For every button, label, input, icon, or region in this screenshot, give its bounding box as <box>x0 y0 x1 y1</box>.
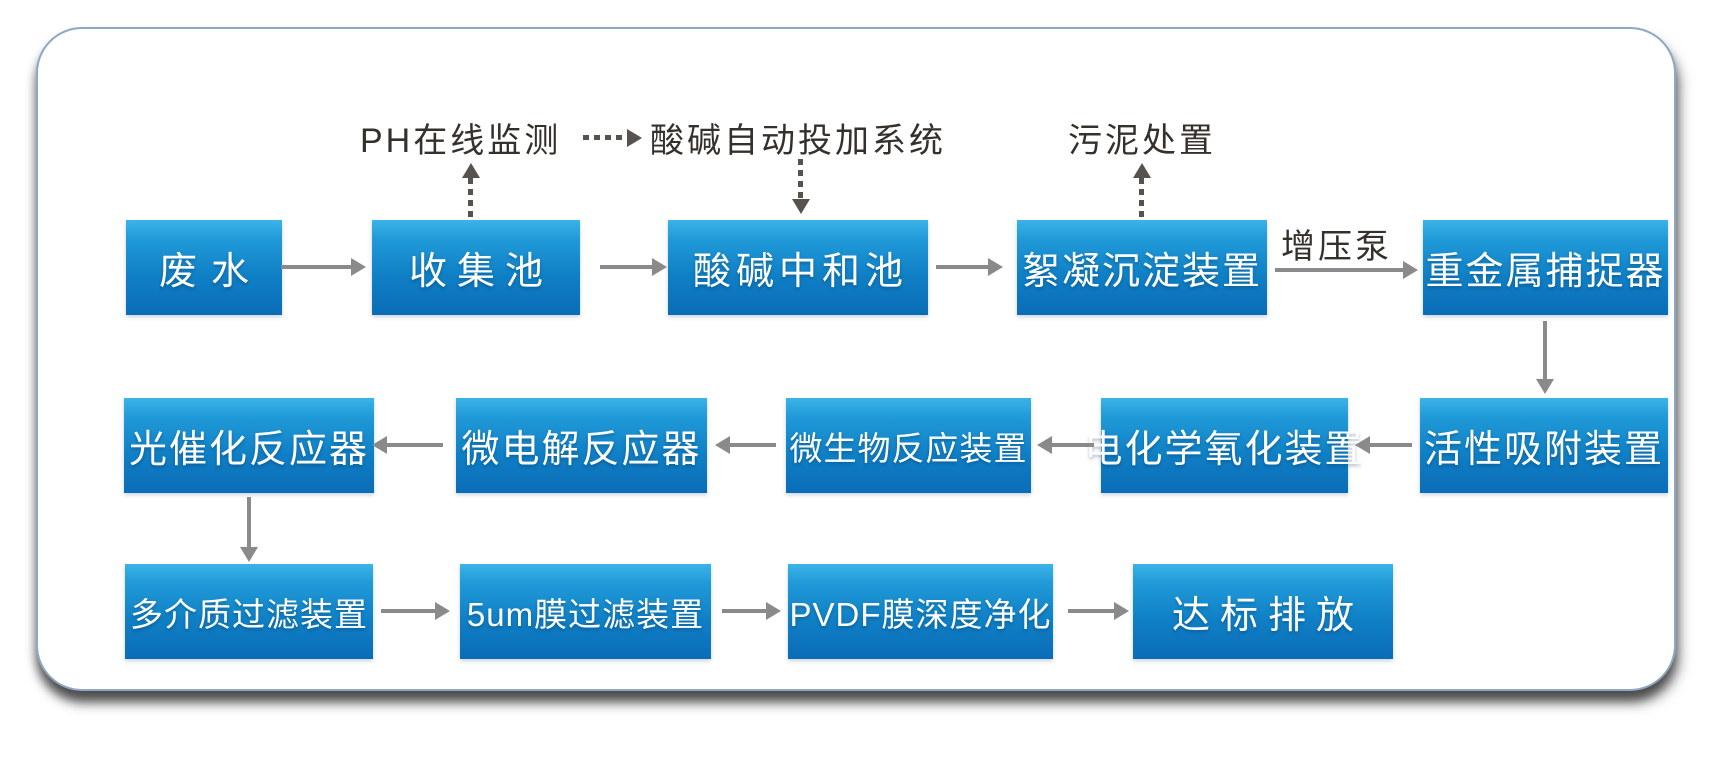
arrow-heavy-metal-to-adsorption-icon <box>1543 321 1547 379</box>
arrow-5um-to-pvdf-icon <box>722 609 766 613</box>
node-flocculation-sedimentation-unit: 絮凝沉淀装置 <box>1017 220 1267 315</box>
label-ph-online-monitor: PH在线监测 <box>360 122 562 160</box>
arrow-bioreactor-to-microelectrolysis-icon <box>730 443 776 447</box>
arrow-electrochemical-to-bioreactor-icon <box>1052 443 1094 447</box>
node-activated-adsorption-unit: 活性吸附装置 <box>1420 398 1668 493</box>
diagram-card: PH在线监测 酸碱自动投加系统 污泥处置 增压泵 废水 收集池 酸碱中和池 絮凝… <box>36 27 1676 691</box>
label-booster-pump: 增压泵 <box>1281 228 1392 266</box>
arrow-pvdf-to-discharge-icon <box>1068 609 1114 613</box>
node-microbial-reaction-unit: 微生物反应装置 <box>786 398 1031 493</box>
node-5um-membrane-filter-unit: 5um膜过滤装置 <box>460 564 711 659</box>
dashed-arrow-dosing-to-neutralization-icon <box>798 159 803 199</box>
node-electrochemical-oxidation-unit: 电化学氧化装置 <box>1085 398 1363 493</box>
node-micro-electrolysis-reactor: 微电解反应器 <box>456 398 707 493</box>
arrow-wastewater-to-collection-icon <box>281 265 351 269</box>
arrow-booster-pump-to-heavy-metal-icon <box>1275 268 1403 272</box>
node-heavy-metal-catcher: 重金属捕捉器 <box>1423 220 1668 315</box>
arrow-adsorption-to-electrochemical-icon <box>1370 443 1412 447</box>
dashed-arrow-flocculation-to-sludge-icon <box>1139 178 1144 221</box>
arrow-neutralization-to-flocculation-icon <box>936 265 988 269</box>
node-wastewater: 废水 <box>126 220 282 315</box>
dashed-arrow-collection-to-ph-monitor-icon <box>468 178 473 221</box>
node-multi-media-filter-unit: 多介质过滤装置 <box>125 564 373 659</box>
node-photocatalytic-reactor: 光催化反应器 <box>124 398 374 493</box>
arrow-collection-to-neutralization-icon <box>600 265 652 269</box>
node-collection-tank: 收集池 <box>372 220 580 315</box>
arrow-multimedia-to-5um-filter-icon <box>381 609 435 613</box>
node-standard-discharge: 达标排放 <box>1133 564 1393 659</box>
label-acid-base-dosing-system: 酸碱自动投加系统 <box>650 122 946 160</box>
node-pvdf-membrane-purification: PVDF膜深度净化 <box>788 564 1053 659</box>
arrow-microelectrolysis-to-photocatalytic-icon <box>387 443 443 447</box>
node-acid-base-neutralization-tank: 酸碱中和池 <box>668 220 928 315</box>
arrow-photocatalytic-to-multimedia-filter-icon <box>247 497 251 547</box>
dashed-arrow-ph-monitor-to-dosing-icon <box>583 135 627 140</box>
label-sludge-disposal: 污泥处置 <box>1068 122 1216 160</box>
